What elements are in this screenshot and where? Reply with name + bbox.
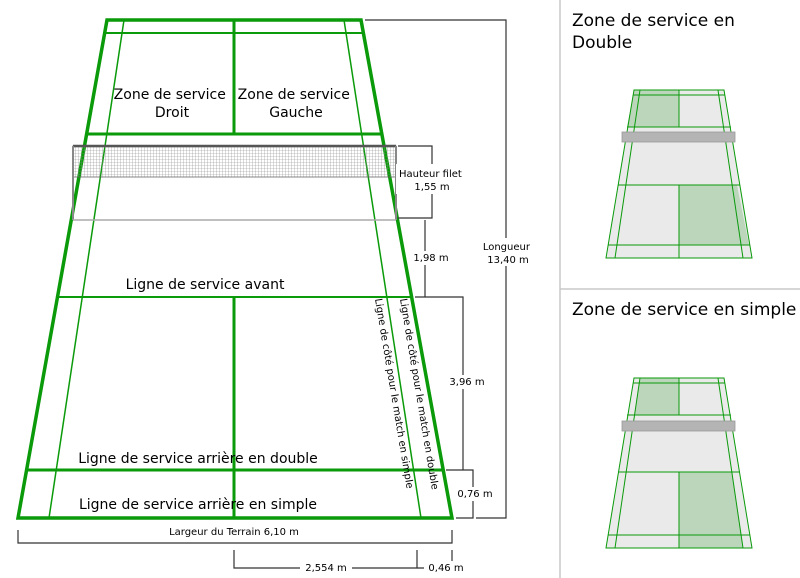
- label-front-service-line: Ligne de service avant: [126, 277, 285, 293]
- label-width: Largeur du Terrain 6,10 m: [169, 527, 299, 538]
- simple-zone-near: [679, 472, 743, 548]
- main-court: Zone de service Droit Zone de service Ga…: [15, 18, 455, 520]
- label-net-height: Hauteur filet 1,55 m: [399, 169, 465, 193]
- label-net-to-service: 1,98 m: [413, 253, 448, 264]
- singles-side-line-right: [343, 19, 422, 519]
- double-zone-near: [679, 185, 749, 245]
- label-half-width: 2,554 m: [305, 563, 347, 574]
- simple-net: [621, 420, 736, 432]
- dim-width: [17, 530, 453, 544]
- label-service-zone-right: Zone de service Droit: [114, 87, 231, 121]
- panel-frames: [559, 0, 800, 578]
- double-zone-far: [627, 90, 679, 127]
- label-side-gap: 0,46 m: [428, 563, 463, 574]
- panel-double: Zone de service en Double: [572, 11, 753, 259]
- label-length: Longueur 13,40 m: [483, 242, 533, 266]
- panel-simple-title: Zone de service en simple: [572, 300, 796, 320]
- label-doubles-back-line: Ligne de service arrière en double: [78, 451, 318, 467]
- simple-zone-far: [634, 378, 679, 415]
- label-back-gap: 0,76 m: [457, 489, 492, 500]
- panel-simple: Zone de service en simple: [572, 300, 796, 549]
- label-singles-back-line: Ligne de service arrière en simple: [79, 497, 317, 513]
- panel-double-title: Zone de service en Double: [572, 11, 740, 53]
- label-service-zone-left: Zone de service Gauche: [238, 87, 355, 121]
- dim-length: [365, 19, 507, 519]
- double-net: [621, 131, 736, 143]
- dim-service-depth: [415, 296, 464, 470]
- court-outline: [15, 18, 455, 520]
- singles-side-line-left: [48, 19, 125, 519]
- net-mesh: [72, 145, 397, 178]
- dimension-labels: Hauteur filet 1,55 m 1,98 m 3,96 m 0,76 …: [158, 164, 542, 575]
- label-service-depth: 3,96 m: [449, 377, 484, 388]
